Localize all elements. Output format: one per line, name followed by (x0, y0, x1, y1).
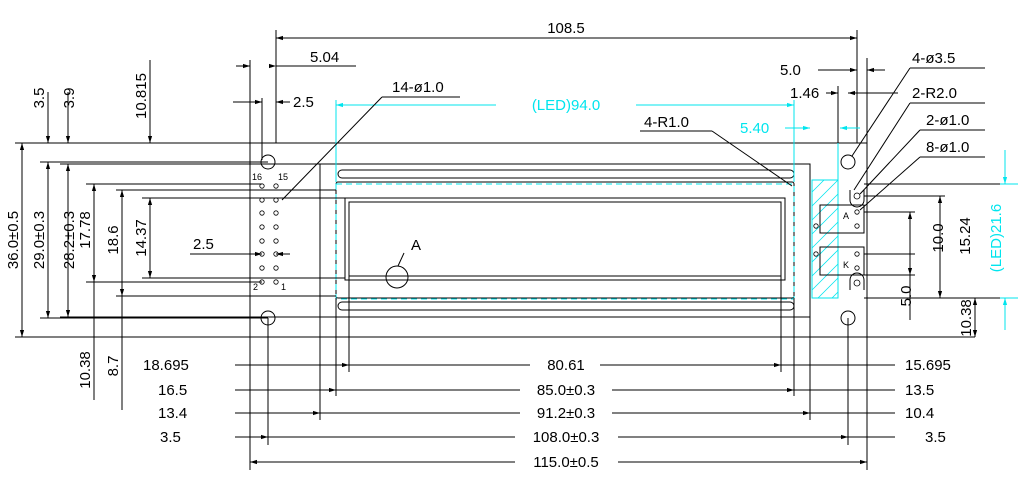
dim-115-0: 115.0±0.5 (533, 454, 599, 471)
dim-overall-top: 108.5 (547, 20, 585, 37)
dim-5-0-top: 5.0 (780, 62, 801, 79)
dim-3-5-bottom-right: 3.5 (925, 429, 946, 446)
dim-5-04: 5.04 (310, 49, 339, 66)
dim-3-9-left: 3.9 (61, 88, 78, 109)
detail-label-a: A (411, 237, 421, 254)
pin-label-16: 16 (252, 172, 262, 182)
dim-3-5-bottom-left: 3.5 (160, 429, 181, 446)
pin-label-1: 1 (281, 282, 286, 292)
led-terminal-area: A K (811, 179, 865, 299)
dim-36: 36.0±0.5 (5, 211, 22, 269)
dim-1-46: 1.46 (790, 85, 819, 102)
dim-2-5-mid: 2.5 (193, 236, 214, 253)
dim-29: 29.0±0.3 (31, 211, 48, 269)
mounting-hole (840, 154, 856, 170)
dim-10-38-left: 10.38 (77, 351, 94, 389)
pin-label-15: 15 (278, 172, 288, 182)
dim-13-4: 13.4 (158, 405, 187, 422)
dim-85-0: 85.0±0.3 (537, 382, 595, 399)
dim-15-695: 15.695 (905, 357, 951, 374)
left-dimensions: 36.0±0.5 29.0±0.3 28.2±0.3 17.78 18.6 14… (5, 60, 421, 410)
dim-led-21-6: (LED)21.6 (988, 204, 1005, 272)
dim-15-24: 15.24 (957, 217, 974, 255)
dim-16-5: 16.5 (158, 382, 187, 399)
pin-label-2: 2 (253, 282, 258, 292)
dim-2-5-top: 2.5 (293, 94, 314, 111)
dim-2-phi-1: 2-ø1.0 (926, 112, 969, 129)
top-dimensions: 108.5 5.04 2.5 (LED)94.0 14-ø1.0 4-R1.0 … (233, 20, 985, 211)
dim-18-6: 18.6 (105, 225, 122, 254)
dim-5-40: 5.40 (740, 120, 769, 137)
dim-3-5-left: 3.5 (31, 88, 48, 109)
dim-108-0: 108.0±0.3 (533, 429, 600, 446)
right-dimensions: 10.0 15.24 (LED)21.6 5.0 10.38 (864, 150, 1018, 338)
dim-10-0: 10.0 (930, 223, 947, 252)
dim-80-61: 80.61 (547, 357, 585, 374)
dim-14-phi: 14-ø1.0 (392, 79, 444, 96)
connector-pins: 16 15 2 1 (252, 172, 288, 292)
dim-8-7: 8.7 (105, 356, 122, 377)
dim-10-4: 10.4 (905, 405, 934, 422)
dim-5-0-right: 5.0 (898, 286, 915, 307)
module-outline (249, 142, 868, 338)
pin-label-cathode: K (843, 260, 849, 270)
dim-2-r2: 2-R2.0 (912, 85, 957, 102)
pin-label-anode: A (843, 211, 849, 221)
dim-17-78: 17.78 (77, 211, 94, 249)
dim-28-2: 28.2±0.3 (61, 211, 78, 269)
dim-8-phi-1: 8-ø1.0 (926, 139, 969, 156)
dim-10-38-right: 10.38 (958, 299, 975, 337)
dim-18-695: 18.695 (143, 357, 189, 374)
dim-14-37: 14.37 (133, 219, 150, 257)
dim-10-815: 10.815 (133, 73, 150, 119)
dim-led-94: (LED)94.0 (532, 97, 600, 114)
dim-4-r1: 4-R1.0 (644, 114, 689, 131)
dim-91-2: 91.2±0.3 (537, 405, 595, 422)
dim-13-5: 13.5 (905, 382, 934, 399)
dim-4-phi-3-5: 4-ø3.5 (912, 50, 955, 67)
bottom-dimensions: 18.695 80.61 15.695 16.5 85.0±0.3 13.5 1… (143, 276, 951, 471)
